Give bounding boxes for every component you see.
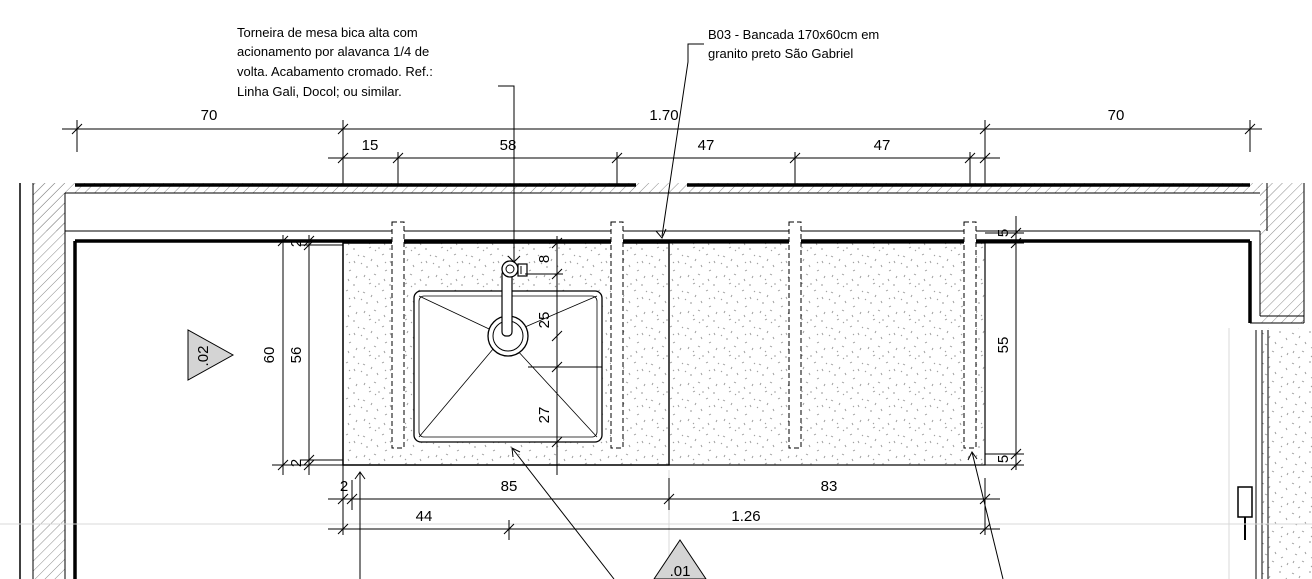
section-marker-01: .01 <box>653 539 707 579</box>
support-bar-3 <box>788 221 802 449</box>
dim-top-15: 15 <box>362 137 379 154</box>
counter-note-line-1: B03 - Bancada 170x60cm em <box>708 27 879 42</box>
faucet <box>501 260 528 337</box>
wall-left <box>33 183 65 579</box>
counter-note: B03 - Bancada 170x60cm em granito preto … <box>708 27 879 61</box>
faucet-note-line-1: Torneira de mesa bica alta com <box>237 25 418 40</box>
dim-right-5-top: 5 <box>995 229 1012 237</box>
dimension-lines <box>62 120 1262 540</box>
leader-lines <box>354 43 1004 579</box>
dim-top-70-right: 70 <box>1108 107 1125 124</box>
support-bar-2 <box>610 221 624 449</box>
faucet-note-line-2: acionamento por alavanca 1/4 de <box>237 44 429 59</box>
faucet-leader <box>498 85 515 262</box>
dim-bottom-2: 2 <box>340 478 348 495</box>
dim-sink-25: 25 <box>536 312 553 329</box>
dim-right-5-bottom: 5 <box>995 455 1012 463</box>
dim-top-70-left: 70 <box>201 107 218 124</box>
right-cabinet <box>1262 328 1312 579</box>
dim-top-47-b: 47 <box>874 137 891 154</box>
dim-left-60: 60 <box>261 347 278 364</box>
dim-top-47-a: 47 <box>698 137 715 154</box>
dim-top-total: 1.70 <box>649 107 678 124</box>
dim-bottom-83: 83 <box>821 478 838 495</box>
wall-right-pillar <box>1258 183 1304 323</box>
section-marker-02: .02 <box>187 329 235 381</box>
dim-right-55: 55 <box>995 337 1012 354</box>
dim-sink-27: 27 <box>536 407 553 424</box>
section-marker-02-label: .02 <box>195 346 212 367</box>
counter-leader <box>661 43 704 237</box>
dim-top-58: 58 <box>500 137 517 154</box>
faucet-note: Torneira de mesa bica alta com acionamen… <box>237 25 433 99</box>
dim-bottom-44: 44 <box>416 508 433 525</box>
dim-faucet-8: 8 <box>536 255 553 263</box>
counter-note-line-2: granito preto São Gabriel <box>708 46 853 61</box>
dim-bottom-85: 85 <box>501 478 518 495</box>
support-bar-1 <box>391 221 405 449</box>
faucet-note-line-4: Linha Gali, Docol; ou similar. <box>237 84 402 99</box>
dim-left-56: 56 <box>288 347 305 364</box>
dim-bottom-126: 1.26 <box>731 508 760 525</box>
dim-left-2-top: 2 <box>288 239 305 247</box>
faucet-note-line-3: volta. Acabamento cromado. Ref.: <box>237 64 433 79</box>
dim-left-2-bottom: 2 <box>288 459 305 467</box>
dimension-labels: 70 1.70 70 15 58 47 47 60 56 2 2 8 25 27… <box>201 107 1125 525</box>
section-marker-01-label: .01 <box>670 563 691 579</box>
support-bar-4 <box>963 221 977 449</box>
